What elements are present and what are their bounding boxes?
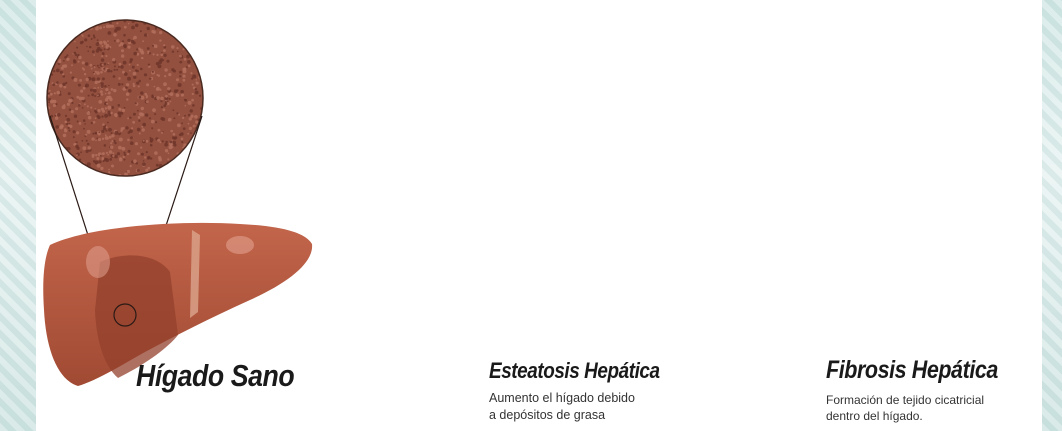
- liver-disease-infographic: Hígado Sano Esteatosis Hepática Aumento …: [36, 0, 1042, 431]
- stage-description-fatty-line-2: a depósitos de grasa: [489, 407, 605, 424]
- healthy-tissue-zoom-circle: [46, 18, 205, 177]
- stage-title-fibrosis: Fibrosis Hepática: [826, 356, 998, 385]
- stage-description-fatty-line-1: Aumento el hígado debido: [489, 390, 635, 407]
- stage-description-fibrosis-line-2: dentro del hígado.: [826, 408, 923, 425]
- stage-title-fatty: Esteatosis Hepática: [489, 358, 660, 384]
- right-background-strip: [1042, 0, 1062, 431]
- left-background-strip: [0, 0, 36, 431]
- stage-title-healthy: Hígado Sano: [136, 358, 294, 394]
- stage-healthy: [43, 18, 312, 386]
- stage-description-fibrosis-line-1: Formación de tejido cicatricial: [826, 392, 984, 409]
